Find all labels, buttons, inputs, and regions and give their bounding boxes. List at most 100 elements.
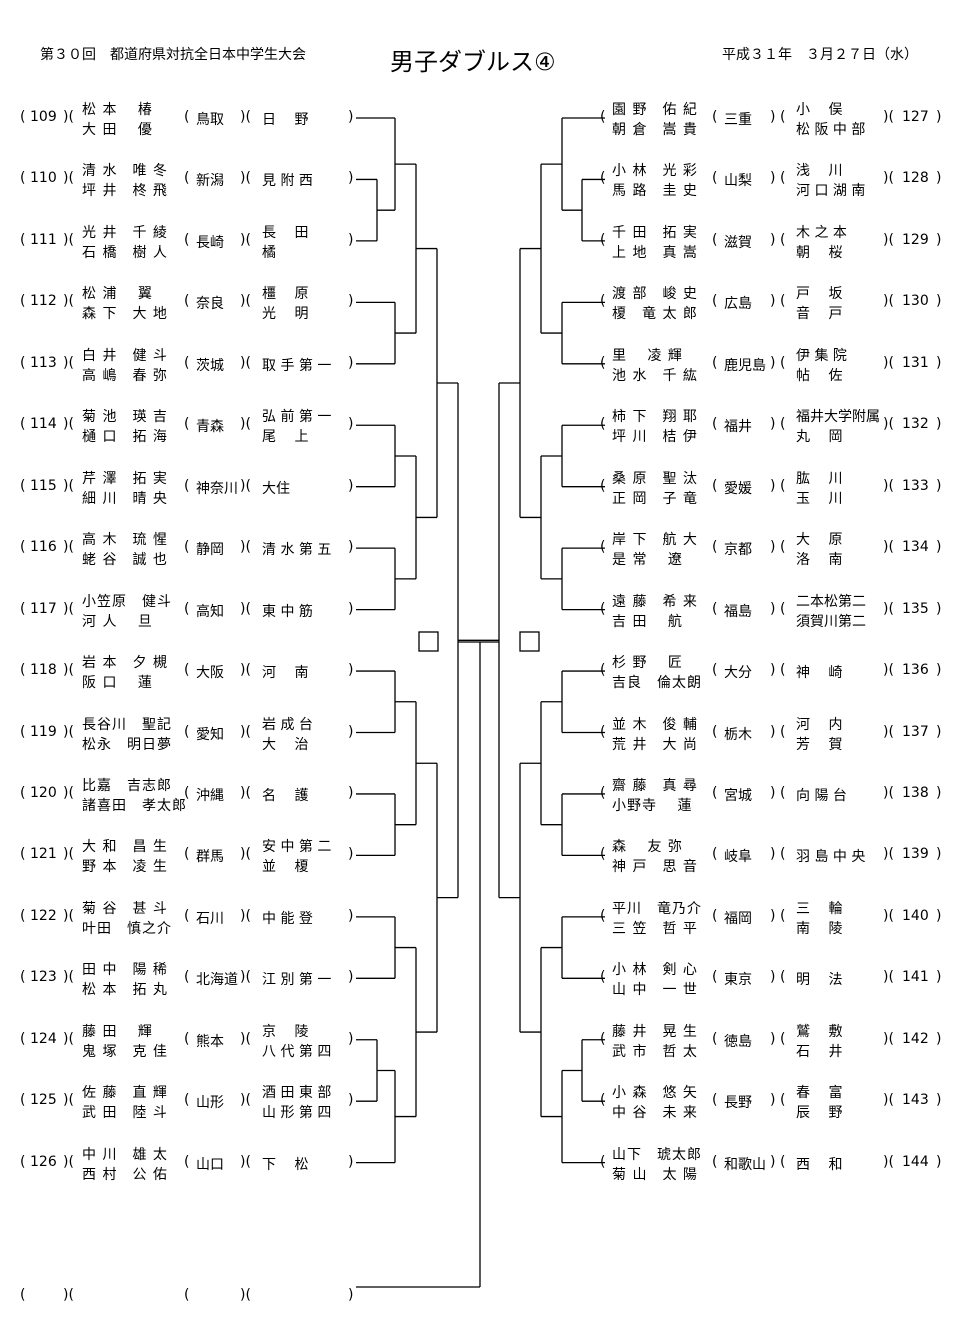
paren: ( (712, 1092, 718, 1109)
paren: ( (600, 293, 606, 310)
paren: )( (883, 416, 894, 433)
paren: )( (63, 1030, 74, 1047)
paren: ( (600, 846, 606, 863)
paren: ( (184, 969, 190, 986)
paren: )( (883, 907, 894, 924)
player-name: 坪 川 桔 伊 (612, 429, 698, 446)
final-entry-blank: ()(()() (0, 1276, 360, 1316)
paren: ( (712, 784, 718, 801)
paren: ( (712, 600, 718, 617)
school-name: 日 野 (262, 112, 309, 128)
prefecture: 和歌山 (724, 1156, 766, 1173)
prefecture: 石川 (196, 910, 224, 927)
paren: ( (712, 293, 718, 310)
school-name: 京 陵 (262, 1023, 309, 1040)
entry-number: 144 (902, 1153, 929, 1170)
paren: ) (348, 231, 354, 248)
paren: ( (20, 539, 26, 556)
draw-entry-left: (112)(松 浦 翼森 下 大 地(奈良)(橿 原光 明) (0, 282, 360, 322)
paren: ) (348, 907, 354, 924)
paren: ( (184, 600, 190, 617)
paren: )( (240, 600, 251, 617)
school-name: 山 形 第 四 (262, 1105, 332, 1122)
draw-entry-left: (121)(大 和 昌 生野 本 凌 生(群馬)(安 中 第 二並 榎) (0, 835, 360, 875)
entry-number: 126 (30, 1153, 57, 1170)
player-name: 遠 藤 希 来 (612, 593, 698, 610)
paren: ) (348, 600, 354, 617)
paren: ( (20, 1030, 26, 1047)
paren: ( (712, 969, 718, 986)
prefecture: 沖縄 (196, 787, 224, 804)
paren: ) (348, 662, 354, 679)
draw-entry-right: (渡 部 峻 史榎 竜 太 郎(広島)(戸 坂音 戸)(130) (600, 282, 961, 322)
paren: ) (936, 539, 942, 556)
school-name: 見 附 西 (262, 173, 313, 190)
draw-entry-right: (遠 藤 希 来吉 田 航(福島)(二本松第二須賀川第二)(135) (600, 590, 961, 630)
paren: ( (780, 293, 786, 310)
paren: ( (184, 170, 190, 187)
draw-entry-right: (里 凌 輝池 水 千 紘(鹿児島)(伊 集 院帖 佐)(131) (600, 344, 961, 384)
paren: ( (184, 1092, 190, 1109)
player-name: 吉 田 航 (612, 613, 683, 630)
player-name: 高 木 琉 惺 (82, 532, 168, 549)
paren: ) (348, 969, 354, 986)
entry-number: 110 (30, 170, 57, 187)
paren: ( (712, 539, 718, 556)
paren: ) (936, 600, 942, 617)
school-name: 名 護 (262, 787, 309, 804)
entry-number: 140 (902, 907, 929, 924)
player-name: 是 常 遼 (612, 552, 683, 569)
paren: ( (20, 846, 26, 863)
paren: ) (770, 354, 776, 371)
school-name: 河 南 (262, 665, 309, 682)
paren: ( (184, 293, 190, 310)
entry-number: 119 (30, 723, 57, 740)
paren: ) (770, 477, 776, 494)
paren: )( (883, 1092, 894, 1109)
paren: )( (883, 109, 894, 125)
school-name: 鷲 敷 (796, 1023, 843, 1040)
school-name: 弘 前 第 一 (262, 409, 332, 426)
paren: ( (780, 662, 786, 679)
school-name: 二本松第二 (796, 593, 866, 610)
paren: ) (348, 1287, 354, 1303)
paren: ( (600, 477, 606, 494)
draw-entry-left: (120)(比嘉 吉志郎諸喜田 孝太郎(沖縄)(名 護) (0, 774, 360, 814)
paren: ( (780, 1030, 786, 1047)
draw-entry-left: (119)(長谷川 聖記松永 明日夢(愛知)(岩 成 台大 治) (0, 713, 360, 753)
paren: ( (20, 354, 26, 371)
paren: ) (348, 784, 354, 801)
paren: )( (240, 416, 251, 433)
entry-number: 113 (30, 354, 57, 371)
paren: )( (63, 170, 74, 187)
paren: ) (936, 1030, 942, 1047)
player-name: 神 戸 思 音 (612, 859, 698, 876)
paren: ( (20, 907, 26, 924)
player-name: 武 市 哲 太 (612, 1043, 698, 1060)
school-name: 福井大学附属 (796, 409, 880, 426)
paren: ( (600, 170, 606, 187)
player-name: 河 人 旦 (82, 613, 153, 630)
player-name: 菊 谷 甚 斗 (82, 900, 168, 917)
draw-entry-left: (117)(小笠原 健斗河 人 旦(高知)(東 中 筋) (0, 590, 360, 630)
paren: ) (936, 846, 942, 863)
paren: ( (20, 231, 26, 248)
paren: )( (240, 539, 251, 556)
paren: ) (770, 969, 776, 986)
entry-number: 128 (902, 170, 929, 187)
player-name: 森 下 大 地 (82, 306, 168, 323)
paren: ( (184, 231, 190, 248)
school-name: 丸 岡 (796, 429, 843, 446)
paren: ( (20, 600, 26, 617)
prefecture: 福井 (724, 419, 752, 436)
prefecture: 神奈川 (196, 480, 238, 497)
paren: ( (20, 1092, 26, 1109)
school-name: 橿 原 (262, 286, 309, 303)
paren: ) (770, 293, 776, 310)
prefecture: 茨城 (196, 357, 224, 374)
result-box (519, 631, 540, 652)
paren: ( (712, 354, 718, 371)
paren: )( (883, 293, 894, 310)
draw-entry-right: (岸 下 航 大是 常 遼(京都)(大 原洛 南)(134) (600, 528, 961, 568)
paren: ( (600, 1030, 606, 1047)
